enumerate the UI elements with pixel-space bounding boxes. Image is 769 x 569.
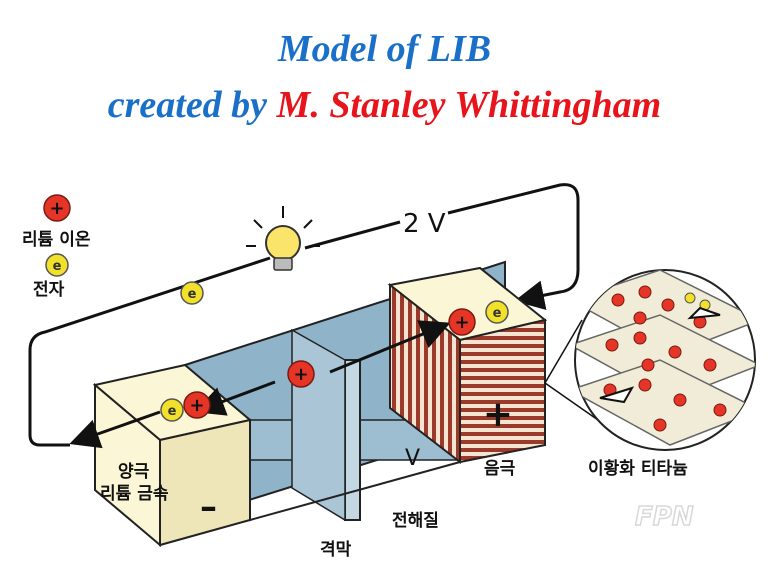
svg-text:e: e [53,259,62,274]
ion-cathode: + [448,308,476,336]
legend-electron-label: 전자 [33,280,65,300]
cathode-zoom-view [574,269,756,451]
anode-label-1: 양극 [118,462,150,482]
svg-text:e: e [493,306,502,321]
title-line-2: created by M. Stanley Whittingham [0,82,769,128]
electron-cathode: e [485,300,509,324]
svg-text:+: + [49,198,64,219]
circuit-wire [28,183,580,447]
title-line-1: Model of LIB [277,28,492,70]
electrolyte-symbol: V [405,446,420,471]
ion-arrow-left [194,380,276,416]
legend-ion-label: 리튬 이온 [22,230,91,250]
anode-minus-sign: – [200,487,217,527]
svg-text:e: e [188,287,197,302]
svg-text:+: + [454,312,469,333]
electron-arrow-left [69,410,161,449]
watermark: FPN [635,502,694,532]
ion-electrolyte: + [287,360,315,388]
title-prefix: created by [107,84,277,126]
electron-wire: e [180,281,204,305]
svg-text:e: e [168,404,177,419]
legend-ion: + 리튬 이온 [22,194,91,250]
anode-label-2: 리튬 금속 [100,484,169,504]
separator [344,359,361,521]
ion-arrow-right [329,320,451,374]
cathode-label: 음극 [484,459,516,479]
electron-anode: e [160,398,184,422]
separator-label: 격막 [320,540,352,560]
cathode-plus-sign: + [483,394,513,435]
lightbulb-icon [246,206,320,271]
legend-electron: e 전자 [33,253,69,300]
voltage-label: 2 V [403,209,446,239]
cathode-material-label: 이황화 티타늄 [588,459,688,479]
electrolyte-label: 전해질 [392,510,439,531]
title-author: M. Stanley Whittingham [276,84,662,126]
svg-text:+: + [293,364,308,385]
svg-text:+: + [189,395,204,416]
ion-anode: + [183,391,211,419]
